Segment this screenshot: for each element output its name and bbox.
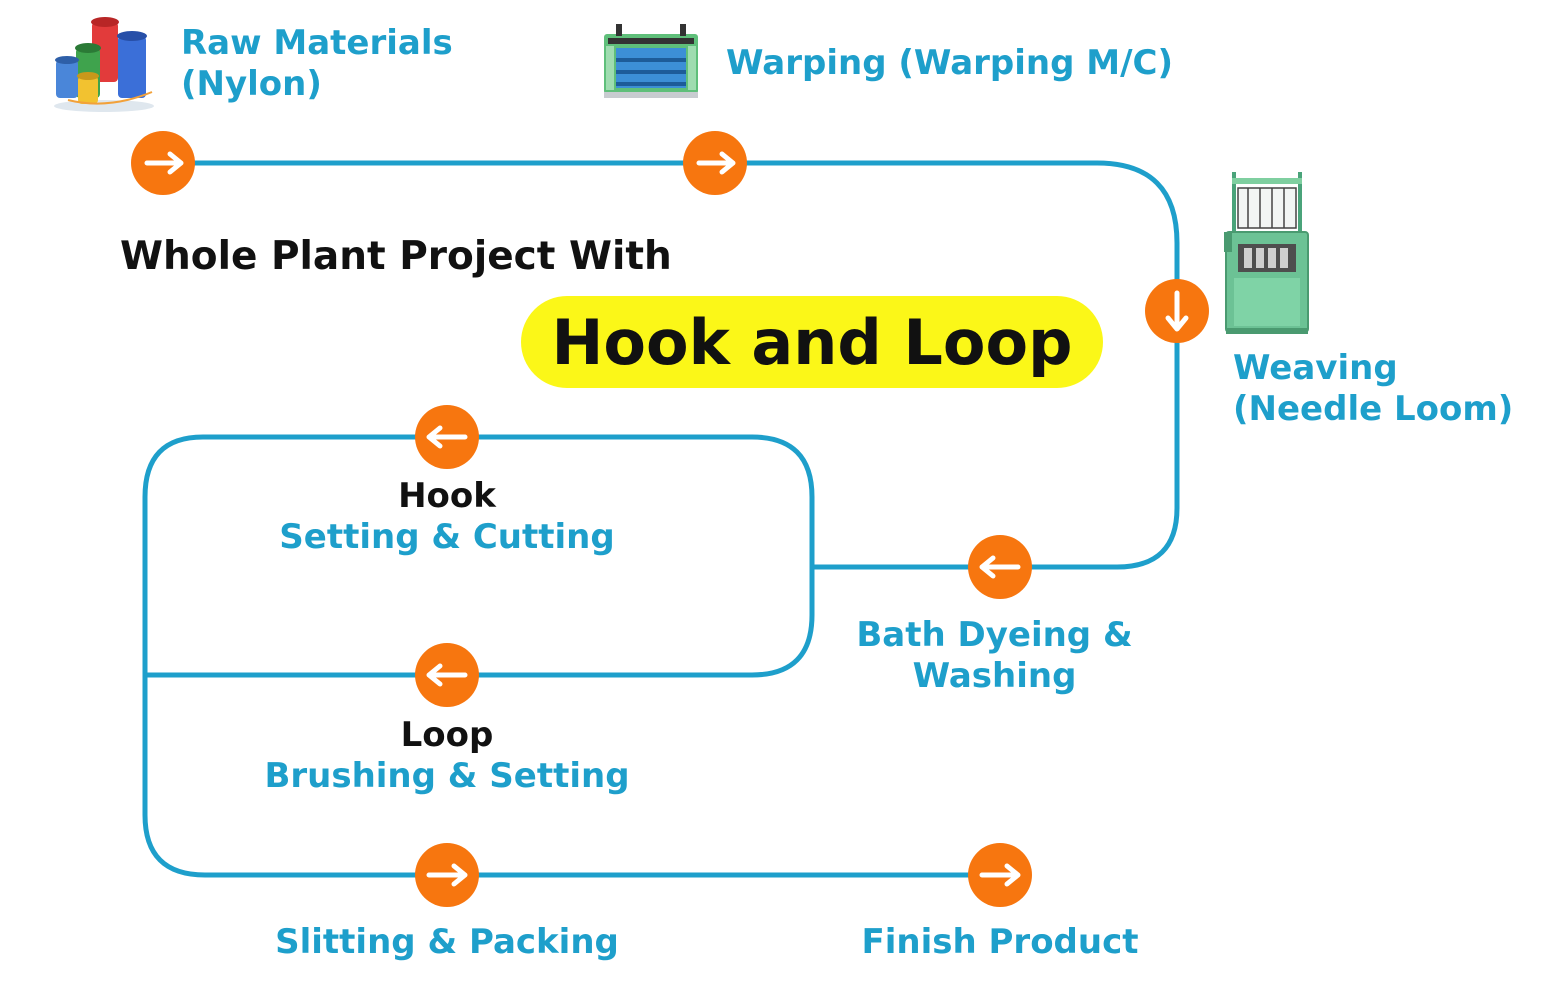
diagram-title: Whole Plant Project With (120, 234, 672, 279)
title-highlight-pill: Hook and Loop (521, 296, 1103, 388)
weaving-label: Weaving (Needle Loom) (1233, 348, 1513, 430)
hook-label: Hook Setting & Cutting (247, 476, 647, 558)
title-highlight-text: Hook and Loop (551, 305, 1073, 379)
slitting-label: Slitting & Packing (275, 922, 619, 962)
thread-spools-icon (54, 17, 154, 112)
raw-materials-label: Raw Materials (Nylon) (181, 23, 453, 105)
arrow-node-bath-dyeing (968, 535, 1032, 599)
hook-heading: Hook (398, 476, 496, 516)
arrow-node-hook (415, 405, 479, 469)
arrow-node-warping (683, 131, 747, 195)
raw-materials-line2: (Nylon) (181, 64, 322, 104)
arrow-node-finish (968, 843, 1032, 907)
bath-dyeing-label: Bath Dyeing & Washing (847, 615, 1142, 697)
arrow-node-raw-materials (131, 131, 195, 195)
loop-step-label: Brushing & Setting (264, 756, 630, 796)
bath-dyeing-line2: Washing (912, 656, 1077, 696)
warping-label: Warping (Warping M/C) (726, 43, 1174, 83)
bath-dyeing-line1: Bath Dyeing & (856, 615, 1133, 655)
raw-materials-line1: Raw Materials (181, 23, 453, 63)
weaving-line1: Weaving (1233, 348, 1398, 388)
hook-step-label: Setting & Cutting (279, 517, 615, 557)
warping-machine-icon (604, 24, 698, 98)
arrow-node-slitting (415, 843, 479, 907)
loop-heading: Loop (400, 715, 494, 755)
finish-product-label: Finish Product (861, 922, 1139, 962)
main-flow-line (160, 160, 1180, 570)
loop-label: Loop Brushing & Setting (247, 715, 647, 797)
arrow-node-weaving (1145, 279, 1209, 343)
weaving-line2: (Needle Loom) (1233, 389, 1514, 429)
arrow-node-loop (415, 643, 479, 707)
finishing-loop-line (142, 434, 1003, 878)
needle-loom-icon (1224, 172, 1309, 334)
loop-branch-line (142, 564, 815, 678)
